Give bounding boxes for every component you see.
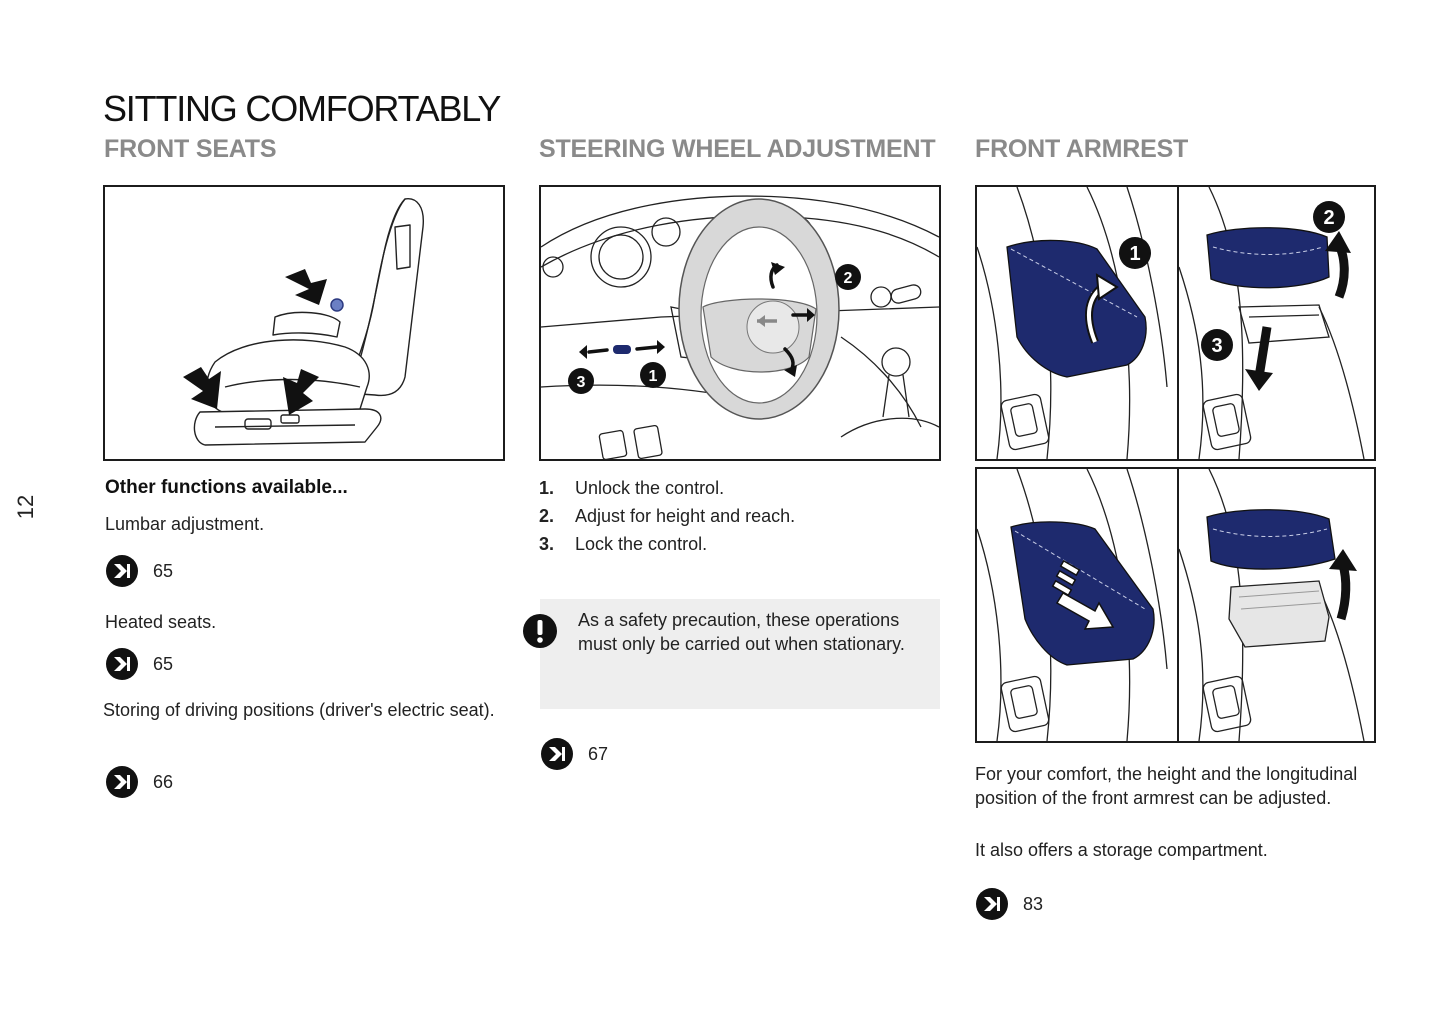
step-number: 1.: [539, 478, 555, 498]
steering-reference[interactable]: 67: [540, 736, 608, 772]
driving-positions-text: Storing of driving positions (driver's e…: [103, 700, 495, 720]
armrest-description: For your comfort, the height and the lon…: [975, 764, 1358, 808]
step-text: Adjust for height and reach.: [575, 506, 796, 526]
armrest-illustration-slide: [975, 467, 1179, 743]
safety-warning-text: As a safety precaution, these operations…: [578, 610, 905, 654]
armrest-callout-3: 3: [1211, 335, 1222, 357]
steering-callout-1: 1: [649, 368, 658, 385]
steering-callout-3: 3: [577, 374, 586, 391]
step-number: 2.: [539, 506, 555, 526]
armrest-heading: FRONT ARMREST: [975, 135, 1189, 163]
lumbar-reference[interactable]: 65: [105, 553, 173, 589]
page-reference-number: 67: [588, 743, 609, 764]
page-reference-number: 66: [153, 771, 174, 792]
list-item: 2. Adjust for height and reach.: [539, 502, 939, 530]
armrest-callout-1: 1: [1129, 243, 1140, 265]
front-seats-heading: FRONT SEATS: [104, 135, 277, 163]
step-number: 3.: [539, 534, 555, 554]
page-reference-number: 65: [153, 653, 174, 674]
list-item: 1. Unlock the control.: [539, 474, 939, 502]
step-text: Unlock the control.: [575, 478, 725, 498]
driving-positions-reference[interactable]: 66: [105, 764, 173, 800]
steering-steps-list: 1. Unlock the control. 2. Adjust for heigh…: [539, 474, 939, 558]
front-seat-illustration: [103, 185, 505, 461]
armrest-storage-note: It also offers a storage compartment.: [975, 840, 1268, 860]
reference-arrow-icon: [105, 647, 139, 681]
warning-exclamation-icon: [522, 613, 558, 649]
steering-callout-2: 2: [844, 270, 853, 287]
other-functions-label: Other functions available...: [105, 477, 348, 498]
steering-wheel-illustration: 1 2 3: [539, 185, 941, 461]
heated-seats-text: Heated seats.: [105, 612, 217, 632]
reference-arrow-icon: [105, 765, 139, 799]
reference-arrow-icon: [105, 554, 139, 588]
armrest-illustration-storage: 2 3: [1177, 185, 1376, 461]
page-title: SITTING COMFORTABLY: [103, 88, 501, 129]
armrest-callout-2: 2: [1323, 207, 1334, 229]
page-number: 12: [13, 494, 38, 520]
list-item: 3. Lock the control.: [539, 530, 939, 558]
armrest-reference[interactable]: 83: [975, 886, 1043, 922]
armrest-illustration-open: [1177, 467, 1376, 743]
armrest-illustration-raise: 1: [975, 185, 1179, 461]
step-text: Lock the control.: [575, 534, 708, 554]
reference-arrow-icon: [975, 887, 1009, 921]
safety-warning-box: [540, 599, 940, 709]
reference-arrow-icon: [540, 737, 574, 771]
page-reference-number: 65: [153, 560, 174, 581]
heated-seats-reference[interactable]: 65: [105, 646, 173, 682]
lumbar-adjustment-text: Lumbar adjustment.: [105, 514, 265, 534]
steering-heading: STEERING WHEEL ADJUSTMENT: [539, 135, 936, 163]
page-reference-number: 83: [1023, 893, 1044, 914]
